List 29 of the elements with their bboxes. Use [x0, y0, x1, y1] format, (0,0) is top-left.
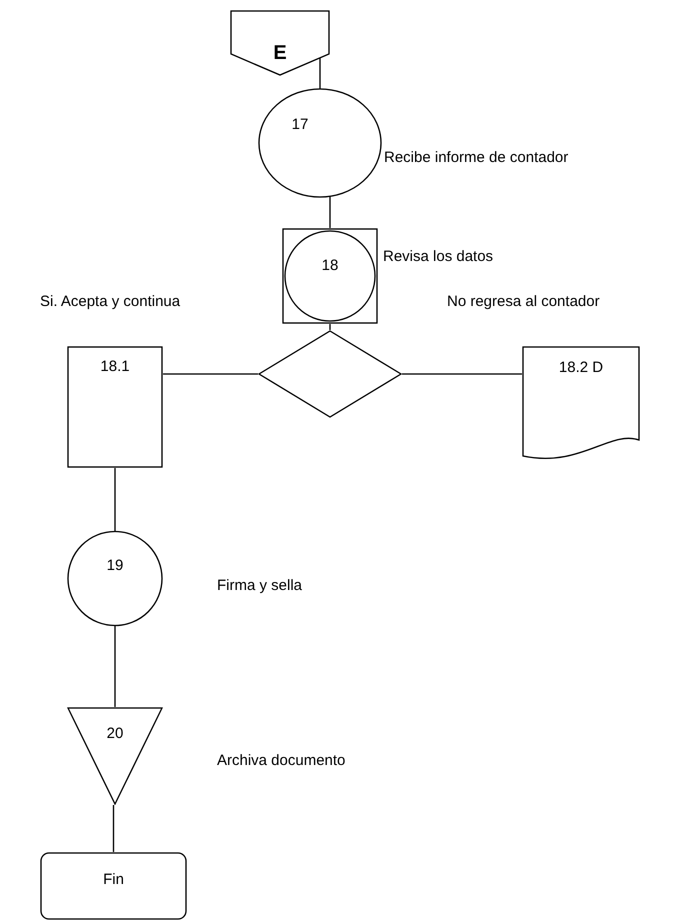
node-label: 18.1 — [100, 356, 130, 377]
operation-circle — [67, 530, 163, 627]
step-description: Archiva documento — [217, 751, 346, 771]
connector-line — [319, 57, 321, 89]
connector-line — [163, 373, 258, 375]
connector-line — [112, 805, 114, 852]
node-label: 18 — [322, 256, 338, 276]
connector-line — [329, 196, 331, 228]
decision-diamond — [258, 330, 402, 418]
step-description: Firma y sella — [217, 576, 304, 596]
terminator-box — [40, 852, 187, 920]
node-label: 20 — [106, 724, 124, 744]
node-label: E — [273, 41, 287, 66]
step-description: Revisa los datos — [383, 247, 494, 267]
node-label: 19 — [106, 556, 124, 576]
node-label: 17 — [292, 114, 308, 135]
node-label: Fin — [103, 870, 124, 890]
connector-line — [114, 626, 116, 707]
connector-line — [114, 468, 116, 531]
storage-triangle — [67, 707, 163, 805]
connector-line — [402, 373, 522, 375]
operation-circle — [258, 88, 382, 198]
node-label: 18.2 D — [558, 358, 604, 378]
process-box — [67, 346, 163, 468]
step-description: Si. Acepta y continua — [40, 292, 182, 312]
step-description: Recibe informe de contador — [384, 148, 570, 168]
off-page-connector — [230, 10, 330, 76]
combined-inspection-symbol — [282, 228, 378, 324]
step-description: No regresa al contador — [447, 292, 601, 312]
